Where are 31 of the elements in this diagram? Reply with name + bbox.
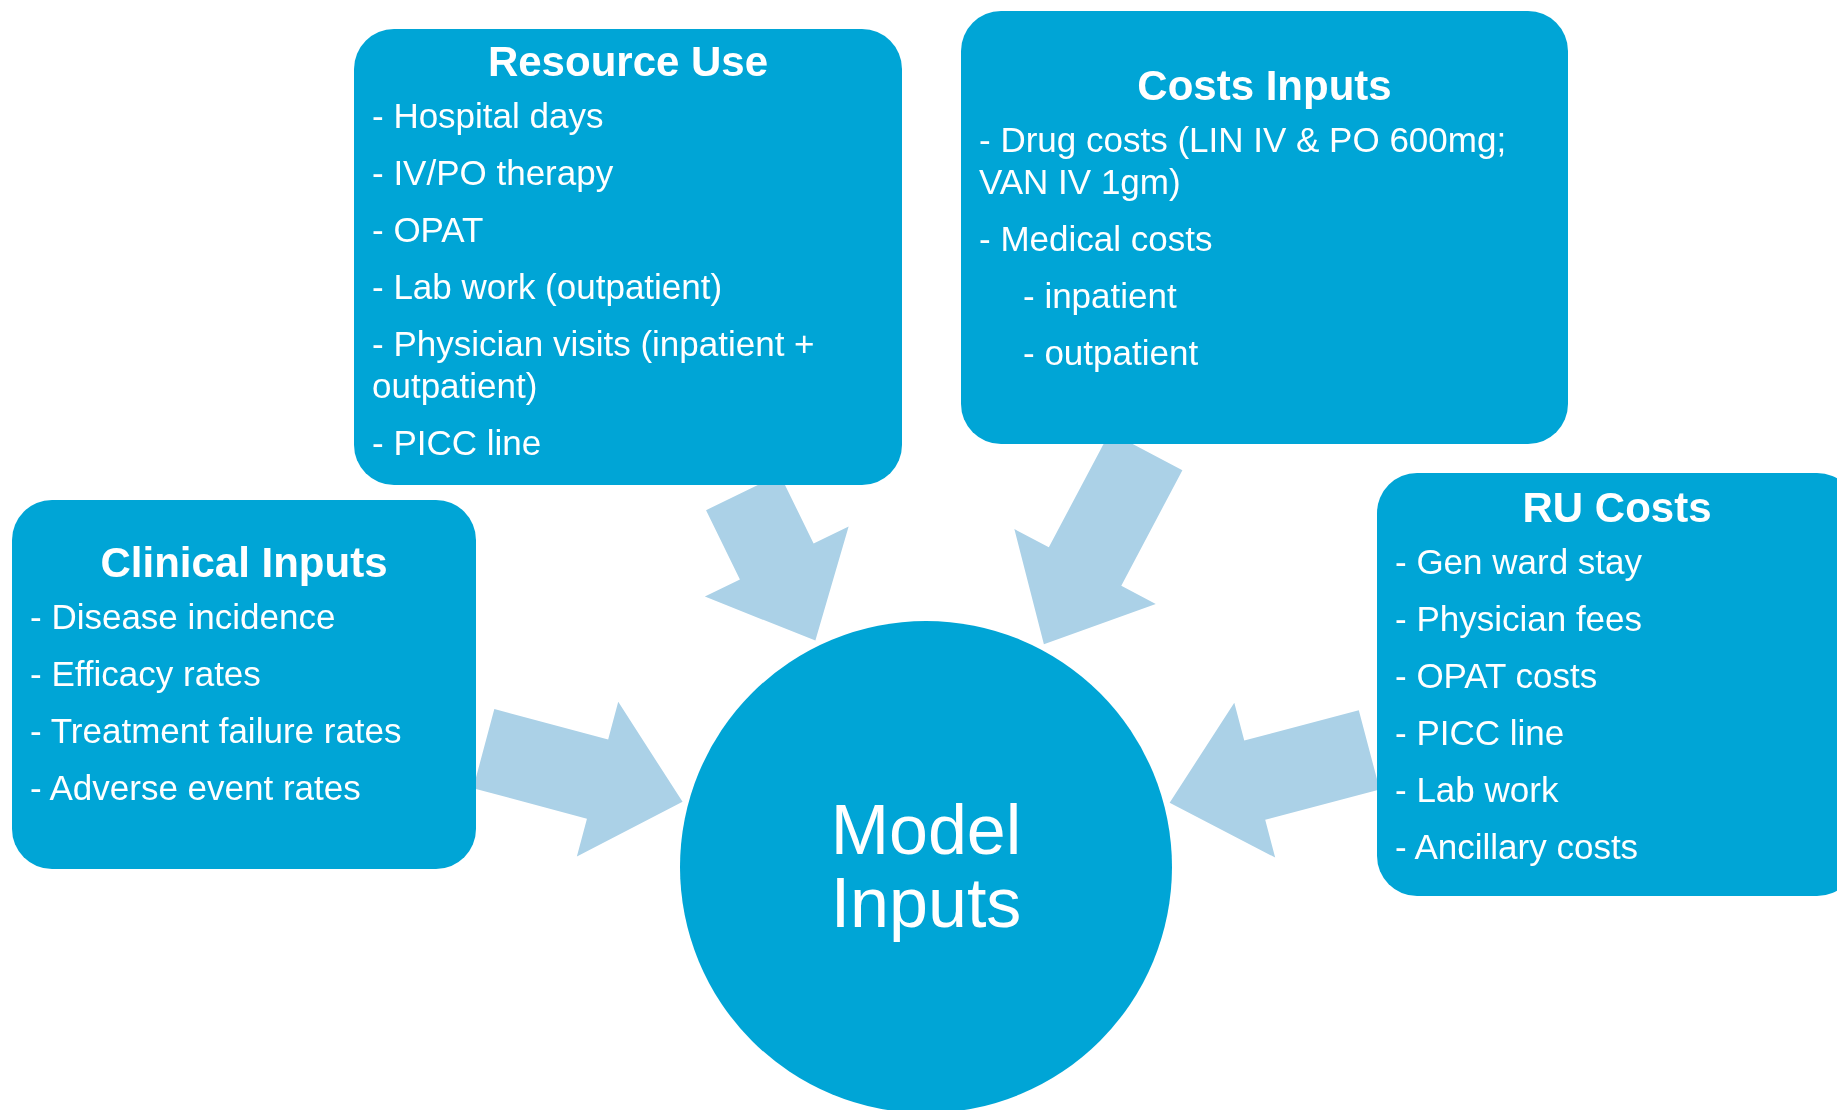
list-item: - Physician visits (inpatient + outpatient) bbox=[372, 323, 816, 408]
list-item: - Adverse event rates bbox=[30, 767, 361, 810]
circle-label: Model Inputs bbox=[829, 793, 1023, 941]
box-heading: RU Costs bbox=[1522, 483, 1712, 533]
list-item: - IV/PO therapy bbox=[372, 152, 614, 195]
category-box bbox=[12, 500, 476, 869]
category-box bbox=[1377, 473, 1837, 896]
list-item: - Drug costs (LIN IV & PO 600mg; VAN IV 1gm) bbox=[979, 119, 1508, 204]
list-item: - Medical costs bbox=[979, 218, 1213, 261]
list-item: - outpatient bbox=[1023, 332, 1199, 375]
list-item: - Lab work (outpatient) bbox=[372, 266, 723, 309]
category-box bbox=[961, 11, 1568, 444]
list-item: - OPAT costs bbox=[1395, 655, 1598, 698]
box-heading: Costs Inputs bbox=[1137, 61, 1392, 111]
list-item: - PICC line bbox=[1395, 712, 1565, 755]
category-box bbox=[354, 29, 902, 485]
list-item: - Lab work bbox=[1395, 769, 1559, 812]
list-item: - Treatment failure rates bbox=[30, 710, 402, 753]
list-item: - Ancillary costs bbox=[1395, 826, 1639, 869]
list-item: - Gen ward stay bbox=[1395, 541, 1643, 584]
list-item: - OPAT bbox=[372, 209, 484, 252]
box-heading: Clinical Inputs bbox=[100, 538, 388, 588]
list-item: - Hospital days bbox=[372, 95, 604, 138]
list-item: - Efficacy rates bbox=[30, 653, 261, 696]
list-item: - Physician fees bbox=[1395, 598, 1643, 641]
block-arrow bbox=[1169, 702, 1380, 858]
block-arrow bbox=[473, 701, 683, 857]
box-heading: Resource Use bbox=[487, 37, 769, 87]
list-item: - PICC line bbox=[372, 422, 542, 465]
list-item: - inpatient bbox=[1023, 275, 1177, 318]
list-item: - Disease incidence bbox=[30, 596, 336, 639]
